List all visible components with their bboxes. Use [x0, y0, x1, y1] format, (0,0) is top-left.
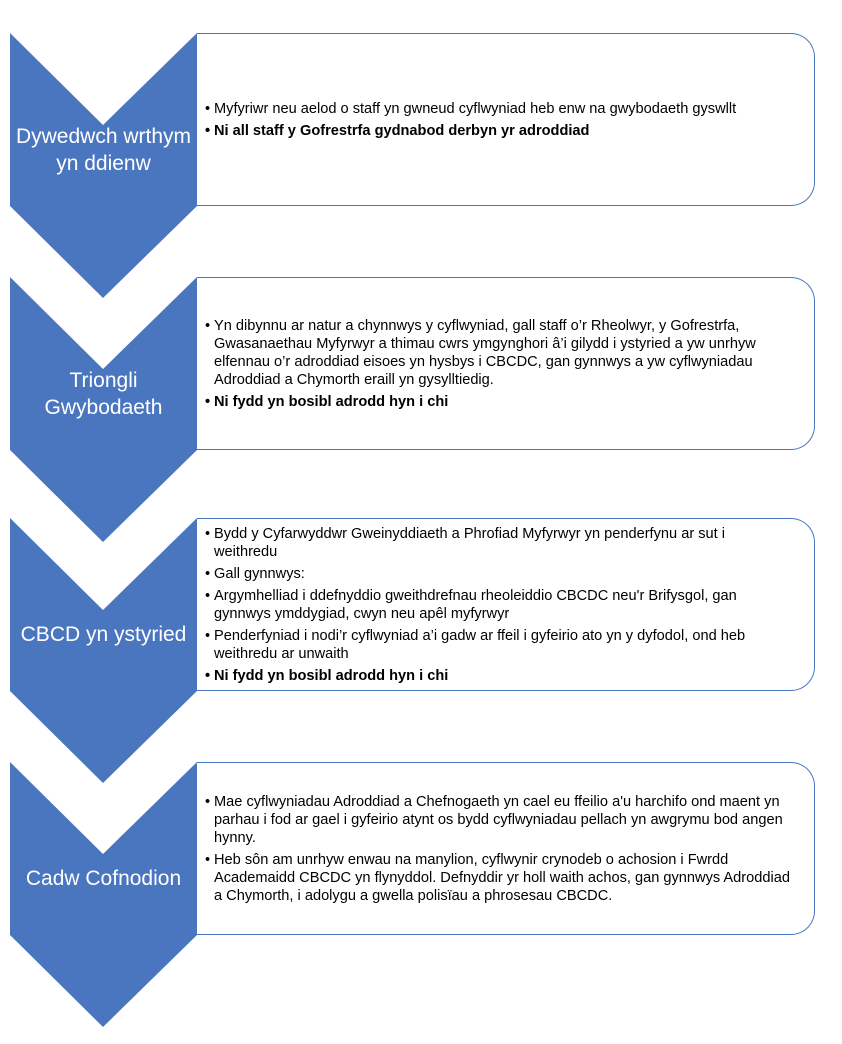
chevron-shape [10, 762, 197, 1027]
chevron-shape [10, 277, 197, 542]
chevron-arrow [10, 33, 197, 298]
chevron-shape [10, 33, 197, 298]
bullet-item: Myfyriwr neu aelod o staff yn gwneud cyf… [205, 100, 792, 118]
process-step: Cadw Cofnodion Mae cyflwyniadau Adroddiad… [0, 762, 842, 1027]
step-details-box: Bydd y Cyfarwyddwr Gweinyddiaeth a Phrof… [197, 518, 815, 691]
bullet-item: Ni all staff y Gofrestrfa gydnabod derby… [205, 122, 792, 140]
bullet-item: Mae cyflwyniadau Adroddiad a Chefnogaeth… [205, 793, 792, 847]
bullet-item: Argymhelliad i ddefnyddio gweithdrefnau … [205, 587, 792, 623]
chevron-arrow [10, 277, 197, 542]
chevron-arrow [10, 762, 197, 1027]
step-details-box: Myfyriwr neu aelod o staff yn gwneud cyf… [197, 33, 815, 206]
bullet-item: Yn dibynnu ar natur a chynnwys y cyflwyn… [205, 317, 792, 389]
step-details-box: Yn dibynnu ar natur a chynnwys y cyflwyn… [197, 277, 815, 450]
step-title: Cadw Cofnodion [25, 867, 182, 890]
bullet-item: Gall gynnwys: [205, 565, 792, 583]
step-details-box: Mae cyflwyniadau Adroddiad a Chefnogaeth… [197, 762, 815, 935]
step-title: CBCD yn ystyried [20, 623, 187, 646]
process-step: Dywedwch wrthym yn ddienw Myfyriwr neu ae… [0, 33, 842, 298]
process-step: CBCD yn ystyried Bydd y Cyfarwyddwr Gwein… [0, 518, 842, 783]
chevron-arrow [10, 518, 197, 783]
bullet-item: Ni fydd yn bosibl adrodd hyn i chi [205, 667, 792, 685]
bullet-item: Ni fydd yn bosibl adrodd hyn i chi [205, 393, 792, 411]
process-step: Triongli Gwybodaeth Yn dibynnu ar natur a… [0, 277, 842, 542]
step-title: Dywedwch wrthym yn ddienw [15, 124, 192, 175]
bullet-item: Penderfyniad i nodi’r cyflwyniad a’i gad… [205, 627, 792, 663]
bullet-item: Bydd y Cyfarwyddwr Gweinyddiaeth a Phrof… [205, 525, 792, 561]
bullet-item: Heb sôn am unrhyw enwau na manylion, cyf… [205, 851, 792, 905]
chevron-shape [10, 518, 197, 783]
step-title: Triongli Gwybodaeth [44, 368, 163, 419]
